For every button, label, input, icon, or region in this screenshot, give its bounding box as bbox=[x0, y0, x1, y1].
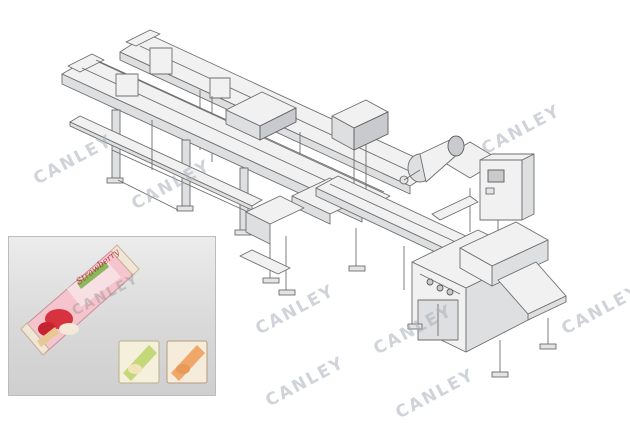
packaged-bars-illustration: Strawberry bbox=[20, 244, 208, 384]
sealing-unit bbox=[407, 221, 567, 378]
small-package-green bbox=[118, 340, 160, 384]
large-package: Strawberry bbox=[20, 244, 140, 356]
support-feet bbox=[117, 120, 179, 211]
front-conveyor bbox=[61, 53, 391, 236]
film-unit bbox=[399, 135, 535, 248]
infeed-conveyor bbox=[315, 175, 471, 290]
small-package-orange bbox=[166, 340, 208, 384]
product-photo: .st { fill: #f1f1f2; stroke: #6e6e6e; st… bbox=[8, 29, 630, 423]
packing-machine-illustration: .st { fill: #f1f1f2; stroke: #6e6e6e; st… bbox=[61, 29, 567, 378]
product-sample-inset: Strawberry CANLEY bbox=[8, 236, 216, 396]
